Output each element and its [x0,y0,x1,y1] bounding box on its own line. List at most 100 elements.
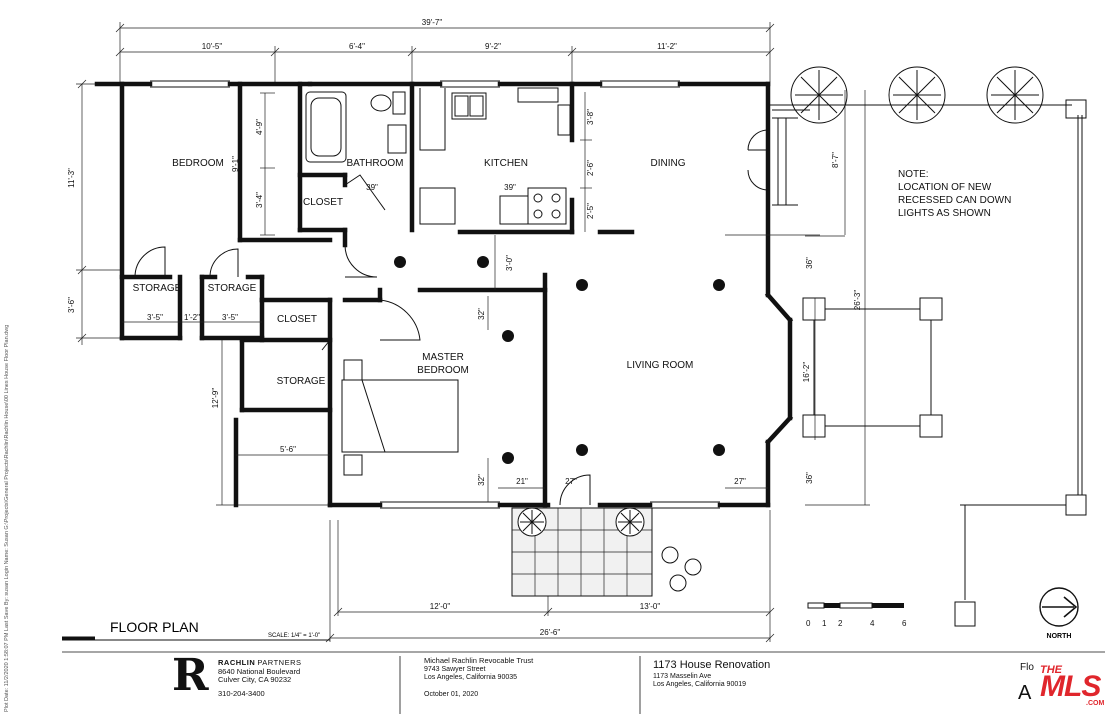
refrigerator [557,104,571,136]
dim-storage-w1: 3'-5" [147,313,163,322]
firm-address-1: 8640 National Boulevard [218,666,301,676]
dim-storage-d: 5'-6" [280,445,296,454]
right-dimension-lines [805,90,870,506]
room-bedroom: BEDROOM [172,158,224,169]
dim-bath-3: 3'-4" [255,192,264,208]
dim-right-2: 26'-3" [853,290,862,311]
dim-top-3: 9'-2" [485,42,501,51]
dim-bath-2: 9'-1" [231,156,240,172]
dim-top-2: 6'-4" [349,42,365,51]
graphic-scale-bar [807,602,904,609]
dim-bottom-2: 13'-0" [640,602,661,611]
dim-closet-w: 39" [366,183,378,192]
dim-kitchen-w: 39" [504,183,516,192]
floor-plan-title: FLOOR PLAN [110,619,199,635]
project-block: 1173 House Renovation 1173 Masselin Ave … [653,659,770,689]
dim-master-1: 32" [477,308,486,320]
scale-4: 4 [870,619,875,628]
note-line-3: RECESSED CAN DOWN [898,195,1011,206]
interior-dimension-ticks [122,92,820,502]
dim-top-4: 11'-2" [657,42,677,51]
firm-logo: R [172,650,209,701]
project-name: 1173 House Renovation [653,659,771,671]
room-storage-3: STORAGE [277,376,326,387]
firm-block: RACHLIN PARTNERS 8640 National Boulevard… [218,658,302,699]
mls-text: MLS [1040,670,1101,703]
dim-master-2: 32" [477,474,486,486]
sheet-title-prefix: Flo [1020,662,1034,673]
client-address-1: 9743 Sawyer Street [424,665,486,673]
pergola [802,297,943,438]
dim-kitchen-2: 2'-6" [586,160,595,176]
client-block: Michael Rachlin Revocable Trust 9743 Saw… [424,656,533,699]
mls-watermark: THE MLS .COM [1040,664,1108,708]
dim-left-3: 12'-9" [211,388,220,409]
recessed-lights [394,256,725,464]
top-dimension-lines [115,22,775,82]
dim-living-1: 27" [734,477,746,486]
sheet-letter: A [1018,682,1032,704]
tree-1 [790,66,848,124]
toilet [370,91,406,115]
room-storage-1: STORAGE [133,283,182,294]
dim-master-3: 21" [516,477,528,486]
deck-steps [772,109,810,206]
dim-bath-1: 4'-9" [255,119,264,135]
dim-top-1: 10'-5" [202,42,223,51]
mls-the: THE [1040,664,1062,676]
project-address-1: 1173 Masselin Ave [653,672,712,680]
dim-storage-w3: 3'-5" [222,313,238,322]
bathroom-sink [387,124,407,154]
walls [94,80,794,509]
kitchen-counter-left [419,88,446,151]
master-bed [341,359,459,476]
north-arrow-icon [1039,587,1079,627]
plot-info: Plot Date: 11/2/2020 1:58:07 PM Last Sav… [4,324,10,712]
room-master-bedroom-line-2: BEDROOM [417,365,469,376]
kitchen-counter-bottom [419,187,456,225]
tree-3 [986,66,1044,124]
north-label: NORTH [1047,633,1072,640]
room-closet-2: CLOSET [277,314,317,325]
dim-left-1: 11'-3" [67,168,76,188]
dim-living-3: 36" [805,472,814,484]
kitchen-sink [451,92,487,120]
room-closet-1: CLOSET [303,197,343,208]
bottom-dimension-lines [325,510,775,643]
tree-2 [888,66,946,124]
scale-note: SCALE: 1/4" = 1'-0" [268,633,320,639]
drawing-date: October 01, 2020 [424,690,479,698]
room-kitchen: KITCHEN [484,158,528,169]
scale-0: 0 [806,619,811,628]
french-door [747,129,769,191]
dim-storage-w2: 1'-2" [184,313,200,322]
room-storage-2: STORAGE [208,283,257,294]
client-address-2: Los Angeles, California 90035 [424,673,518,681]
scale-6: 6 [902,619,907,628]
dim-right-1: 8'-7" [831,152,840,168]
project-address-2: Los Angeles, California 90019 [653,680,747,688]
dim-entry: 27" [565,477,577,486]
kitchen-cabinet [517,87,559,103]
left-dimension-lines [76,79,330,506]
bathtub [305,91,347,163]
dim-living-2: 36" [805,257,814,269]
dim-kitchen-4: 3'-0" [505,255,514,271]
firm-name-2: PARTNERS [257,658,302,667]
dim-kitchen-3: 2'-5" [586,203,595,219]
dim-bay: 16'-2" [802,362,811,383]
note-line-2: LOCATION OF NEW [898,182,992,193]
dim-bottom-1: 12'-0" [430,602,451,611]
stove [527,187,567,225]
dim-left-2: 3'-6" [67,297,76,313]
room-dining: DINING [651,158,686,169]
room-bathroom: BATHROOM [346,158,403,169]
mls-com: .COM [1086,700,1105,707]
note-line-4: LIGHTS AS SHOWN [898,208,991,219]
doors [134,174,591,506]
room-living-room: LIVING ROOM [627,360,694,371]
firm-address-2: Culver City, CA 90232 [218,675,292,685]
scale-1: 1 [822,619,827,628]
fence-line [770,99,1087,627]
firm-phone: 310-204-3400 [218,688,265,698]
